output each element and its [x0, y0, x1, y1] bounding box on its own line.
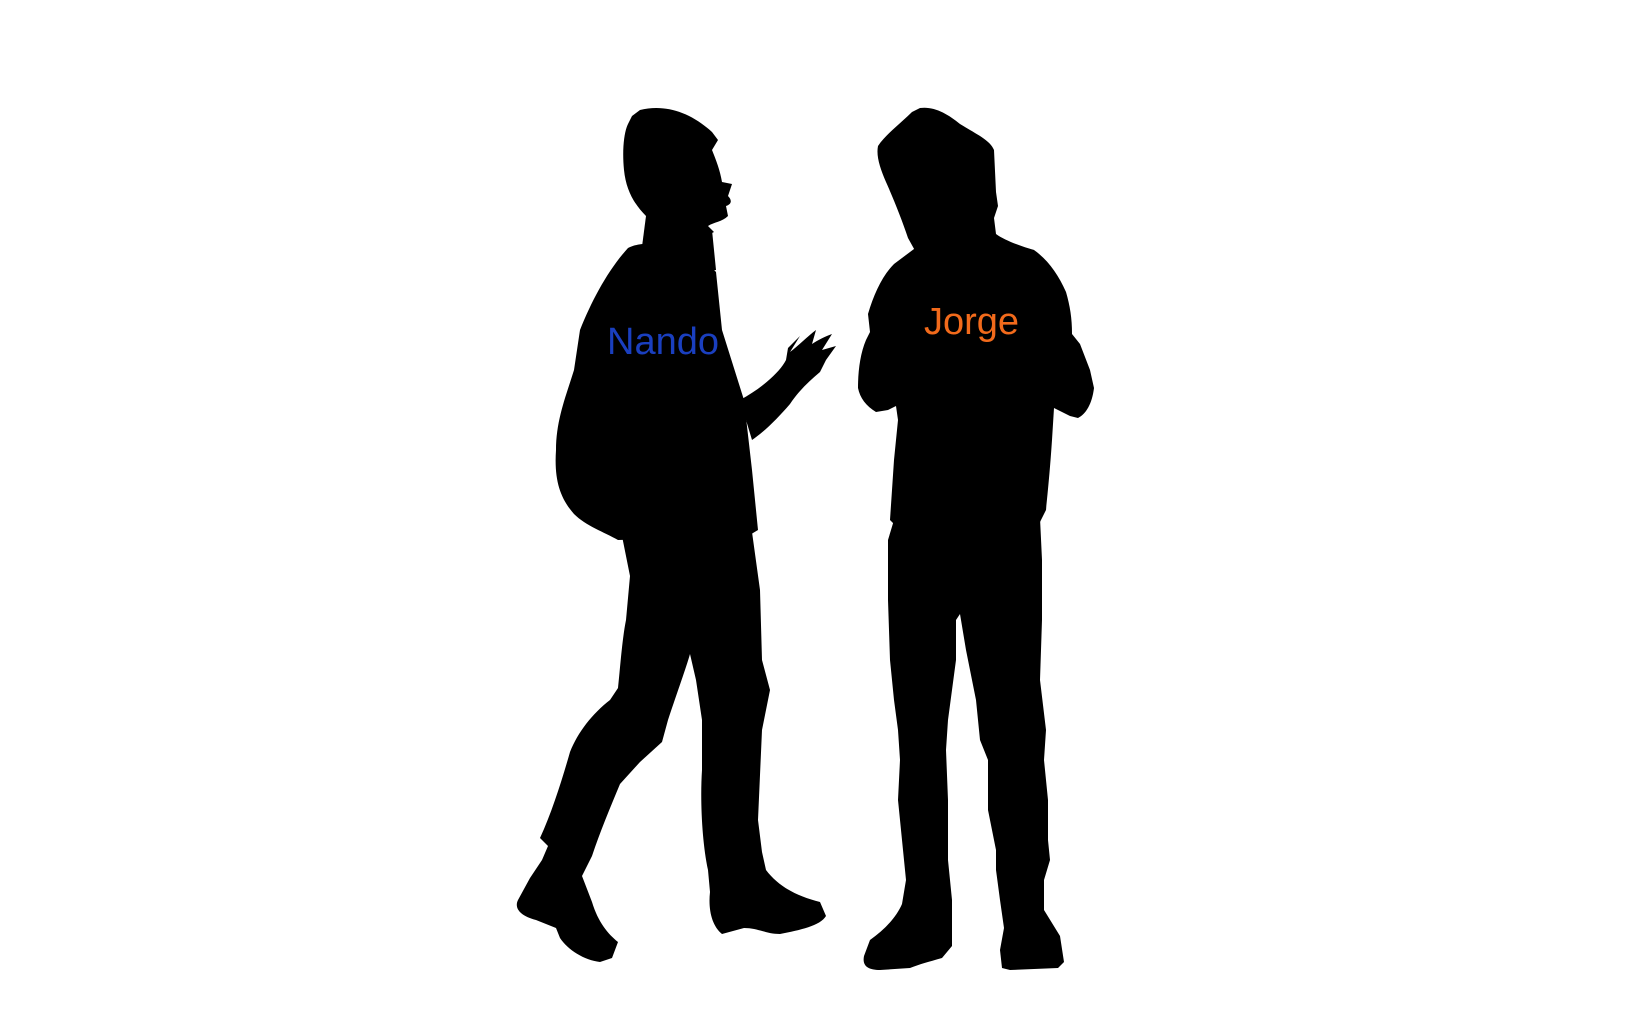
silhouette-nando	[516, 108, 836, 962]
silhouette-jorge	[858, 107, 1094, 970]
label-nando: Nando	[607, 321, 719, 363]
nando-torso	[555, 243, 758, 540]
jorge-head	[877, 107, 1034, 257]
jorge-legs	[863, 518, 1064, 970]
nando-head	[623, 108, 732, 238]
nando-arm	[740, 330, 836, 440]
nando-legs	[516, 532, 826, 962]
label-jorge: Jorge	[924, 301, 1019, 343]
jorge-torso	[858, 241, 1094, 534]
